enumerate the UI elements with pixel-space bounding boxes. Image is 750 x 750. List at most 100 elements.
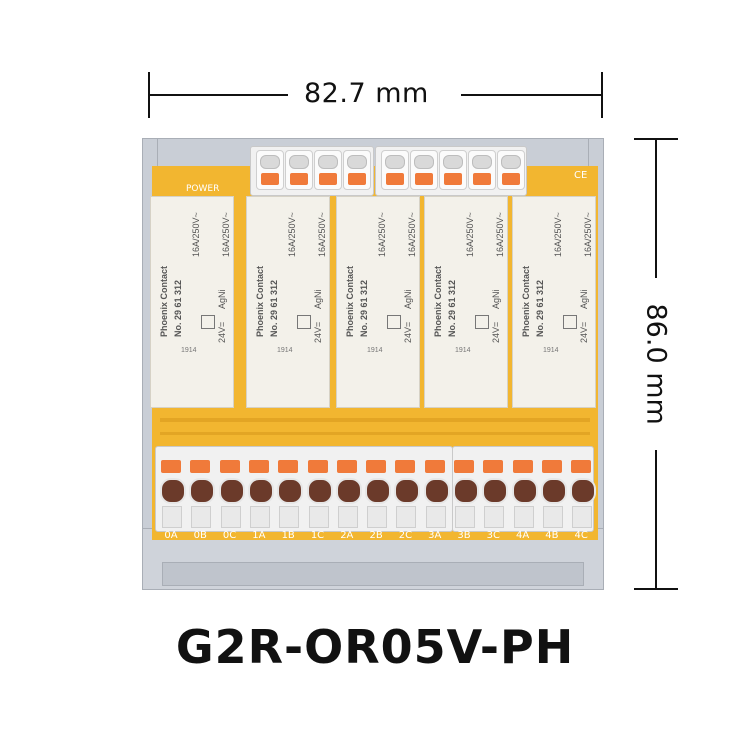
relay-coil: 24V= <box>579 321 589 343</box>
terminal-foot <box>542 506 563 528</box>
terminal-label: 1A <box>252 530 266 541</box>
relay-coil-symbol <box>475 315 489 329</box>
terminal-hole <box>335 478 362 504</box>
terminal-hole <box>218 478 245 504</box>
ce-mark: CE <box>574 170 588 181</box>
terminal-lever <box>307 460 328 473</box>
relay-brand: Phoenix Contact <box>521 265 531 337</box>
terminal-lever <box>348 173 366 185</box>
width-dim-line-right <box>461 94 602 96</box>
terminal-hole <box>289 155 309 169</box>
terminal-hole <box>423 478 450 504</box>
terminal-label: 0B <box>193 530 207 541</box>
terminal-label: 1B <box>281 530 295 541</box>
height-dim-line-top <box>655 138 657 278</box>
bottom-terminal-slot <box>480 460 509 530</box>
relay-part-no: No. 29 61 312 <box>173 279 183 337</box>
din-rail-bottom-edge <box>162 562 584 586</box>
width-label: 82.7 mm <box>304 78 429 109</box>
terminal-lever <box>512 460 533 473</box>
relay-brand: Phoenix Contact <box>345 265 355 337</box>
terminal-lever <box>386 173 404 185</box>
relay-brand: Phoenix Contact <box>255 265 265 337</box>
terminal-foot <box>279 506 300 528</box>
terminal-hole <box>365 478 392 504</box>
terminal-hole <box>318 155 338 169</box>
terminal-hole <box>472 155 492 169</box>
relay-coil-symbol <box>201 315 215 329</box>
terminal-hole <box>540 478 567 504</box>
relay-date-code: 1914 <box>181 347 197 354</box>
relay-rating: 16A/250V~ <box>377 212 387 257</box>
terminal-hole <box>260 155 280 169</box>
relay-rating-2: 16A/250V~ <box>495 212 505 257</box>
terminal-foot <box>572 506 593 528</box>
terminal-label: 4B <box>545 530 559 541</box>
height-label: 86.0 mm <box>640 303 672 425</box>
width-dim-right-tick <box>601 72 603 118</box>
relay-contact: AgNi <box>491 289 501 309</box>
relay-coil: 24V= <box>217 321 227 343</box>
terminal-label: 4A <box>515 530 530 541</box>
model-name: G2R-OR05V-PH <box>175 620 575 674</box>
top-terminal-slot <box>468 150 496 190</box>
relay-coil-symbol <box>563 315 577 329</box>
terminal-lever <box>190 460 211 473</box>
terminal-lever <box>290 173 308 185</box>
bottom-terminal-slot <box>305 460 333 530</box>
relay-contact: AgNi <box>217 289 227 309</box>
top-terminal-slot <box>314 150 342 190</box>
terminal-label: 3C <box>486 530 500 541</box>
relay-date-code: 1914 <box>543 347 559 354</box>
relay-rating: 16A/250V~ <box>191 212 201 257</box>
bottom-terminal-slot <box>246 460 274 530</box>
terminal-foot <box>191 506 212 528</box>
bottom-terminal-slot <box>392 460 421 530</box>
terminal-lever <box>454 460 474 473</box>
terminal-hole <box>247 478 274 504</box>
terminal-foot <box>484 506 505 528</box>
relay-part-no: No. 29 61 312 <box>535 279 545 337</box>
relay-coil-symbol <box>297 315 311 329</box>
relay-date-code: 1914 <box>367 347 383 354</box>
terminal-hole <box>453 478 479 504</box>
terminal-lever <box>261 173 279 185</box>
relay-coil: 24V= <box>403 321 413 343</box>
terminal-hole <box>160 478 186 504</box>
width-dim-line-left <box>148 94 288 96</box>
relay-rating-2: 16A/250V~ <box>407 212 417 257</box>
terminal-label: 0A <box>164 530 178 541</box>
top-terminal-slot <box>410 150 438 190</box>
relay-rating-2: 16A/250V~ <box>221 212 231 257</box>
relay-coil-symbol <box>387 315 401 329</box>
terminal-foot <box>455 506 475 528</box>
relay-part-no: No. 29 61 312 <box>447 279 457 337</box>
bottom-terminal-slot <box>187 460 216 530</box>
terminal-lever <box>483 460 504 473</box>
relay-rating: 16A/250V~ <box>287 212 297 257</box>
bottom-terminal-slot <box>510 460 538 530</box>
terminal-label: 2C <box>398 530 413 541</box>
terminal-lever <box>571 460 592 473</box>
bottom-terminal-slot <box>363 460 392 530</box>
terminal-lever <box>278 460 299 473</box>
bottom-terminal-slot <box>217 460 245 530</box>
terminal-hole <box>306 478 333 504</box>
top-terminal-slot <box>439 150 467 190</box>
terminal-lever <box>366 460 387 473</box>
relay-contact: AgNi <box>579 289 589 309</box>
height-dim-line-bottom <box>655 450 657 589</box>
terminal-foot <box>396 506 417 528</box>
bottom-terminal-slot <box>539 460 567 530</box>
terminal-label: 4C <box>574 530 588 541</box>
terminal-hole <box>394 478 421 504</box>
terminal-lever <box>415 173 433 185</box>
terminal-lever <box>336 460 357 473</box>
terminal-hole <box>277 478 304 504</box>
top-terminal-slot <box>285 150 313 190</box>
terminal-lever <box>161 460 181 473</box>
relay-coil: 24V= <box>313 321 323 343</box>
